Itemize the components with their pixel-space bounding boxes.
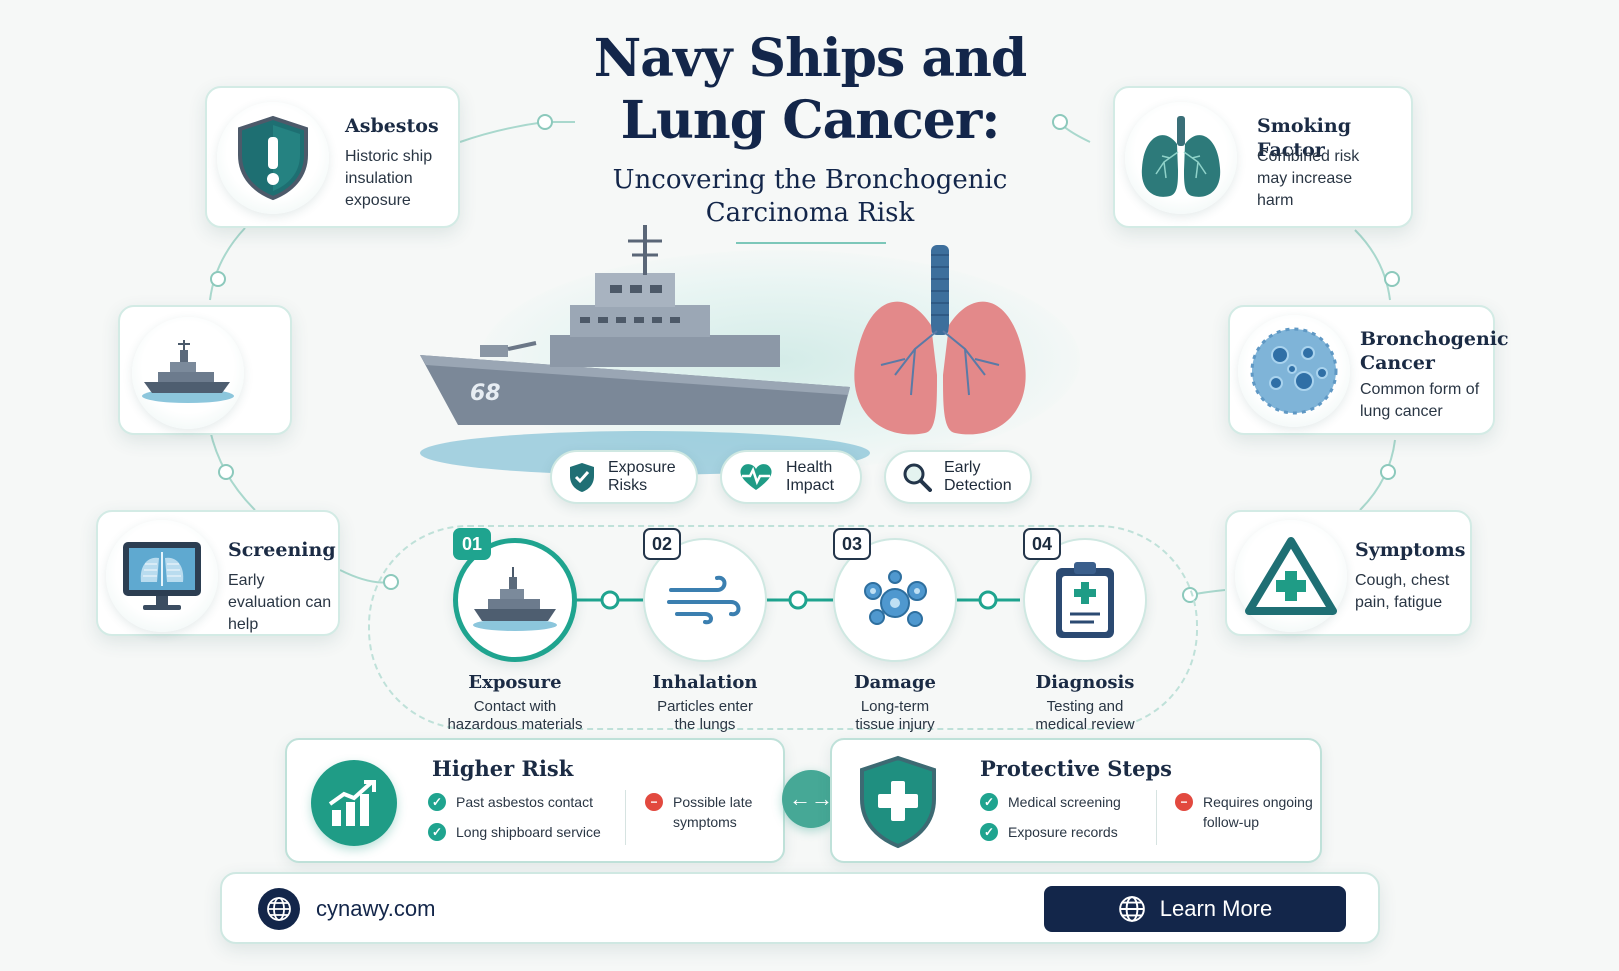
step-number: 03 bbox=[833, 528, 871, 560]
magnifier-icon bbox=[902, 462, 932, 492]
page-subtitle: Uncovering the Bronchogenic Carcinoma Ri… bbox=[612, 165, 1008, 228]
check-item: ✓ Past asbestos contact bbox=[428, 792, 593, 812]
card-title: Bronchogenic Cancer bbox=[1360, 328, 1509, 374]
check-item: ✓ Medical screening bbox=[980, 792, 1121, 812]
process-frame bbox=[368, 525, 1198, 730]
card-description: Historic ship insulation exposure bbox=[345, 148, 433, 209]
check-icon: ✓ bbox=[980, 793, 998, 811]
step-description: Particles enter the lungs bbox=[657, 698, 753, 733]
pill-label: Health Impact bbox=[786, 459, 835, 494]
step-number: 02 bbox=[643, 528, 681, 560]
lungs-icon bbox=[1125, 102, 1237, 214]
protective-steps-panel: Protective Steps bbox=[830, 738, 1322, 863]
step-description: Testing and medical review bbox=[1035, 698, 1135, 733]
warning-item: − Possible late symptoms bbox=[645, 792, 755, 832]
warning-item: − Requires ongoing follow-up bbox=[1175, 792, 1315, 832]
website-link[interactable]: cynawy.com bbox=[316, 896, 436, 921]
card-title: Symptoms bbox=[1355, 539, 1466, 561]
step-title: Inhalation bbox=[652, 672, 758, 693]
shield-plus-icon bbox=[850, 752, 946, 852]
card-description: Early evaluation can help bbox=[228, 572, 332, 633]
check-icon: ✓ bbox=[428, 823, 446, 841]
shield-exclamation-icon bbox=[217, 102, 329, 214]
warning-plus-icon bbox=[1235, 520, 1347, 632]
step-number: 01 bbox=[453, 528, 491, 560]
check-item-label: Past asbestos contact bbox=[456, 794, 593, 810]
panel-divider bbox=[625, 790, 626, 845]
higher-risk-panel: Higher Risk bbox=[285, 738, 785, 863]
early-detection-pill[interactable]: Early Detection bbox=[884, 450, 1032, 504]
check-item-label: Medical screening bbox=[1008, 794, 1121, 810]
page-title: Navy Ships and Lung Cancer: bbox=[593, 28, 1027, 151]
card-title: Asbestos bbox=[345, 115, 439, 137]
navy-ship-card[interactable] bbox=[118, 305, 292, 435]
minus-icon: − bbox=[645, 793, 663, 811]
step-title: Exposure bbox=[468, 672, 562, 693]
navy-ship-icon bbox=[132, 317, 244, 429]
panel-divider bbox=[1156, 790, 1157, 845]
globe-icon bbox=[1118, 895, 1146, 923]
trend-up-chart-icon bbox=[311, 760, 397, 846]
check-item: ✓ Exposure records bbox=[980, 822, 1118, 842]
step-title: Diagnosis bbox=[1035, 672, 1135, 693]
exposure-risks-pill[interactable]: Exposure Risks bbox=[550, 450, 698, 504]
card-title: Smoking Factor bbox=[1257, 115, 1351, 161]
pill-label: Exposure Risks bbox=[608, 459, 676, 494]
screening-card[interactable]: Screening Early evaluation can help bbox=[96, 510, 340, 636]
globe-icon bbox=[258, 888, 300, 930]
hull-number: 68 bbox=[470, 381, 501, 406]
card-description: Cough, chest pain, fatigue bbox=[1355, 572, 1450, 611]
shield-check-icon bbox=[568, 461, 596, 493]
learn-more-button[interactable]: Learn More bbox=[1044, 886, 1346, 932]
check-item: ✓ Long shipboard service bbox=[428, 822, 601, 842]
minus-icon: − bbox=[1175, 793, 1193, 811]
smoking-factor-card[interactable]: Smoking Factor Combined risk may increas… bbox=[1113, 86, 1413, 228]
pill-label: Early Detection bbox=[944, 459, 1012, 494]
heart-pulse-icon bbox=[738, 462, 774, 492]
symptoms-card[interactable]: Symptoms Cough, chest pain, fatigue bbox=[1225, 510, 1472, 636]
card-title: Screening bbox=[228, 539, 336, 561]
navy-ship-illustration: 68 bbox=[420, 225, 870, 475]
check-icon: ✓ bbox=[980, 823, 998, 841]
warning-item-label: Requires ongoing follow-up bbox=[1203, 794, 1313, 830]
cancer-cell-icon bbox=[1238, 315, 1350, 427]
bronchogenic-cancer-card[interactable]: Bronchogenic Cancer Common form of lung … bbox=[1228, 305, 1509, 435]
step-title: Damage bbox=[853, 672, 937, 693]
asbestos-card[interactable]: Asbestos Historic ship insulation exposu… bbox=[205, 86, 460, 228]
title-divider bbox=[736, 242, 886, 244]
step-number: 04 bbox=[1023, 528, 1061, 560]
clipboard-icon bbox=[1023, 538, 1147, 662]
health-impact-pill[interactable]: Health Impact bbox=[720, 450, 862, 504]
check-item-label: Long shipboard service bbox=[456, 824, 601, 840]
step-description: Contact with hazardous materials bbox=[447, 698, 583, 733]
lungs-illustration bbox=[854, 245, 1026, 435]
step-description: Long-term tissue injury bbox=[855, 698, 935, 733]
footer-bar: cynawy.com Learn More bbox=[220, 872, 1380, 944]
panel-title: Higher Risk bbox=[432, 756, 574, 781]
chest-xray-monitor-icon bbox=[106, 520, 218, 632]
check-icon: ✓ bbox=[428, 793, 446, 811]
check-item-label: Exposure records bbox=[1008, 824, 1118, 840]
card-description: Common form of lung cancer bbox=[1360, 381, 1480, 420]
warning-item-label: Possible late symptoms bbox=[673, 794, 753, 830]
card-description: Combined risk may increase harm bbox=[1257, 148, 1360, 209]
learn-more-label: Learn More bbox=[1159, 896, 1273, 921]
panel-title: Protective Steps bbox=[980, 756, 1172, 781]
